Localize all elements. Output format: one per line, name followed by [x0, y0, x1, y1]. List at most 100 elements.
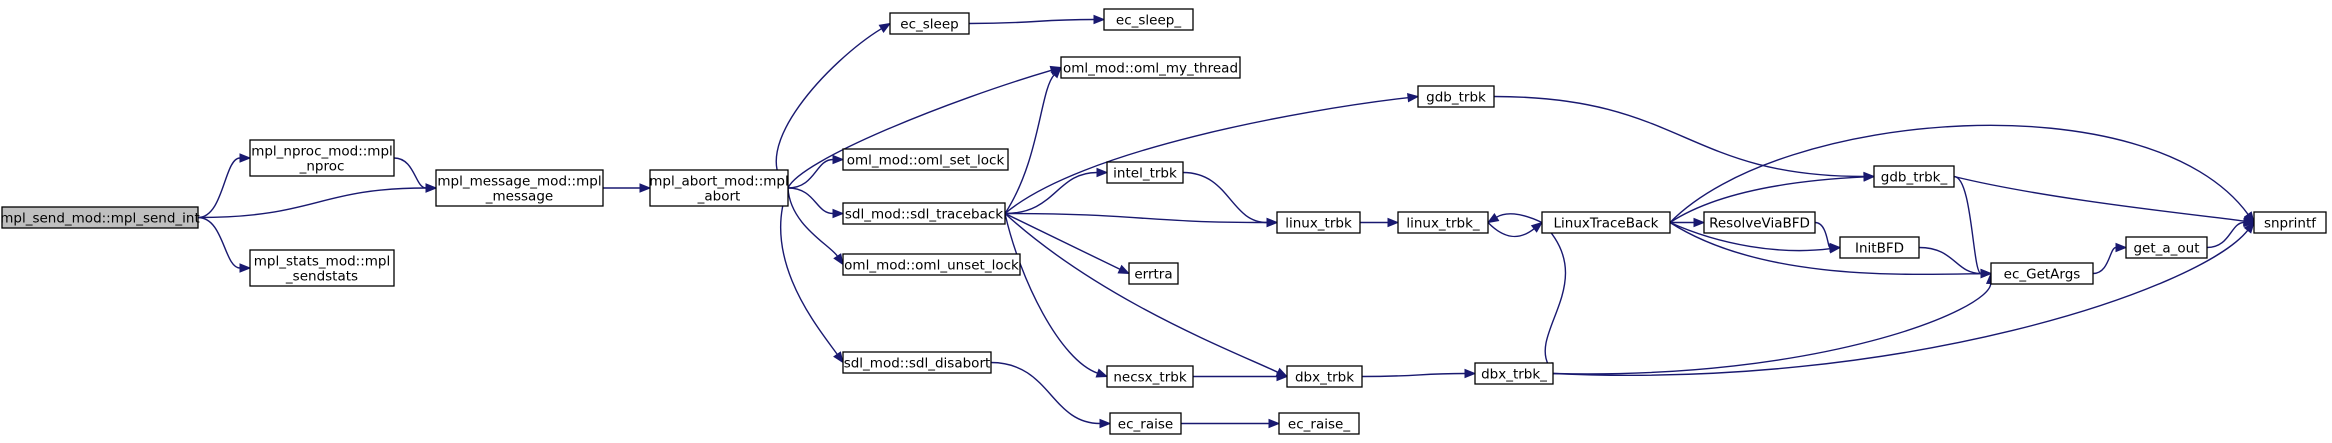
node-box — [1, 206, 199, 229]
edge-mpl_message-to-mpl_abort — [603, 183, 652, 193]
node-label: linux_trbk — [1285, 216, 1352, 232]
node-InitBFD[interactable]: InitBFD — [1839, 236, 1920, 259]
node-label: sdl_mod::sdl_traceback — [845, 207, 1003, 223]
node-label: snprintf — [2264, 216, 2317, 232]
edge-sdl_disabort-to-ec_raise — [990, 361, 1112, 429]
node-snprintf[interactable]: snprintf — [2253, 211, 2327, 234]
node-gdb_trbk_[interactable]: gdb_trbk_ — [1873, 165, 1955, 188]
node-box — [1276, 211, 1361, 234]
node-box — [1103, 8, 1194, 31]
edge-layer — [197, 14, 2256, 429]
node-ec_raise_[interactable]: ec_raise_ — [1278, 412, 1360, 435]
edge-linux_trbk_-to-LinuxTraceBack — [1487, 221, 1544, 238]
node-label: get_a_out — [2133, 241, 2199, 257]
node-necsx_trbk[interactable]: necsx_trbk — [1106, 365, 1194, 388]
edge-gdb_trbk-to-gdb_trbk_ — [1493, 95, 1876, 182]
node-mpl_send_int[interactable]: mpl_send_mod::mpl_send_int — [0, 206, 200, 229]
node-label: InitBFD — [1855, 241, 1904, 257]
node-label: mpl_abort_mod::mpl — [649, 174, 788, 190]
edge-mpl_abort-to-sdl_traceback — [787, 187, 845, 219]
node-label: gdb_trbk_ — [1881, 170, 1948, 186]
node-box — [1873, 165, 1955, 188]
edge-sdl_traceback-to-linux_trbk — [1004, 212, 1279, 228]
node-box — [1286, 365, 1363, 388]
edge-mpl_send_int-to-mpl_nproc — [197, 153, 252, 219]
node-oml_unset_lock[interactable]: oml_mod::oml_unset_lock — [842, 253, 1021, 276]
node-dbx_trbk[interactable]: dbx_trbk — [1286, 365, 1363, 388]
node-label: _message — [485, 189, 553, 205]
edge-LinuxTraceBack-to-ResolveViaBFD — [1670, 217, 1706, 228]
node-mpl_message[interactable]: mpl_message_mod::mpl_message — [435, 169, 604, 207]
node-mpl_nproc[interactable]: mpl_nproc_mod::mpl_nproc — [249, 139, 395, 177]
edge-LinuxTraceBack-to-snprintf — [1669, 124, 2255, 224]
node-label: _nproc — [299, 159, 345, 175]
edge-mpl_abort-to-sdl_disabort — [780, 187, 844, 364]
node-ec_raise[interactable]: ec_raise — [1109, 412, 1182, 435]
node-box — [842, 351, 992, 374]
node-label: intel_trbk — [1113, 166, 1177, 182]
edge-ResolveViaBFD-to-InitBFD — [1814, 221, 1842, 253]
node-box — [1106, 161, 1184, 184]
node-label: errtra — [1134, 267, 1172, 283]
edge-get_a_out-to-snprintf — [2206, 217, 2256, 249]
node-label: dbx_trbk_ — [1481, 367, 1547, 383]
node-label: necsx_trbk — [1113, 370, 1186, 386]
node-layer: mpl_send_mod::mpl_send_int mpl_nproc_mod:… — [0, 8, 2327, 435]
node-linux_trbk_[interactable]: linux_trbk_ — [1397, 211, 1489, 234]
node-box — [435, 169, 604, 207]
node-linux_trbk[interactable]: linux_trbk — [1276, 211, 1361, 234]
node-errtra[interactable]: errtra — [1128, 262, 1179, 285]
edge-sdl_traceback-to-oml_my_thread — [1004, 66, 1062, 214]
edge-LinuxTraceBack-to-linux_trbk_ — [1486, 212, 1543, 224]
node-sdl_disabort[interactable]: sdl_mod::sdl_disabort — [842, 351, 992, 374]
node-get_a_out[interactable]: get_a_out — [2125, 236, 2208, 259]
node-dbx_trbk_[interactable]: dbx_trbk_ — [1474, 362, 1554, 385]
edge-sdl_traceback-to-gdb_trbk — [1004, 92, 1420, 215]
node-label: mpl_message_mod::mpl — [437, 174, 601, 190]
node-box — [889, 12, 970, 35]
node-ResolveViaBFD[interactable]: ResolveViaBFD — [1703, 211, 1816, 234]
node-label: mpl_nproc_mod::mpl — [251, 144, 393, 160]
node-box — [1106, 365, 1194, 388]
node-gdb_trbk[interactable]: gdb_trbk — [1417, 85, 1495, 108]
edge-mpl_send_int-to-mpl_sendstats — [197, 216, 252, 273]
node-box — [1417, 85, 1495, 108]
edge-dbx_trbk_-to-ec_GetArgs — [1552, 272, 1996, 375]
node-label: ec_GetArgs — [2004, 267, 2081, 283]
node-label: oml_mod::oml_set_lock — [847, 153, 1005, 169]
node-box — [2125, 236, 2208, 259]
node-ec_GetArgs[interactable]: ec_GetArgs — [1990, 262, 2094, 285]
edge-mpl_nproc-to-mpl_message — [393, 157, 438, 193]
node-box — [1109, 412, 1182, 435]
node-label: ec_raise_ — [1288, 417, 1350, 433]
node-label: ec_raise — [1118, 417, 1173, 433]
node-box — [842, 202, 1006, 225]
node-label: _abort — [697, 189, 741, 205]
edge-InitBFD-to-ec_GetArgs — [1918, 246, 1993, 279]
edge-gdb_trbk_-to-ec_GetArgs — [1953, 175, 1993, 279]
node-box — [1990, 262, 2094, 285]
node-label: mpl_send_mod::mpl_send_int — [0, 211, 200, 227]
node-oml_my_thread[interactable]: oml_mod::oml_my_thread — [1060, 56, 1241, 79]
node-box — [842, 148, 1009, 171]
node-ec_sleep_[interactable]: ec_sleep_ — [1103, 8, 1194, 31]
node-box — [249, 249, 395, 287]
node-box — [1474, 362, 1554, 385]
node-mpl_abort[interactable]: mpl_abort_mod::mpl_abort — [649, 169, 789, 207]
node-intel_trbk[interactable]: intel_trbk — [1106, 161, 1184, 184]
edge-sdl_traceback-to-dbx_trbk — [1004, 212, 1289, 378]
node-box — [1541, 211, 1671, 234]
node-sdl_traceback[interactable]: sdl_mod::sdl_traceback — [842, 202, 1006, 225]
edge-mpl_abort-to-oml_unset_lock — [787, 187, 844, 266]
node-ec_sleep[interactable]: ec_sleep — [889, 12, 970, 35]
edge-necsx_trbk-to-dbx_trbk — [1193, 371, 1289, 382]
edge-dbx_trbk-to-dbx_trbk_ — [1361, 368, 1477, 379]
node-LinuxTraceBack[interactable]: LinuxTraceBack — [1541, 211, 1671, 234]
node-label: sdl_mod::sdl_disabort — [844, 356, 991, 372]
node-mpl_sendstats[interactable]: mpl_stats_mod::mpl_sendstats — [249, 249, 395, 287]
node-label: gdb_trbk — [1426, 90, 1486, 106]
edge-sdl_traceback-to-errtra — [1004, 212, 1131, 275]
edge-intel_trbk-to-linux_trbk — [1182, 171, 1279, 228]
node-oml_set_lock[interactable]: oml_mod::oml_set_lock — [842, 148, 1009, 171]
edge-LinuxTraceBack-to-dbx_trbk_ — [1541, 222, 1567, 375]
